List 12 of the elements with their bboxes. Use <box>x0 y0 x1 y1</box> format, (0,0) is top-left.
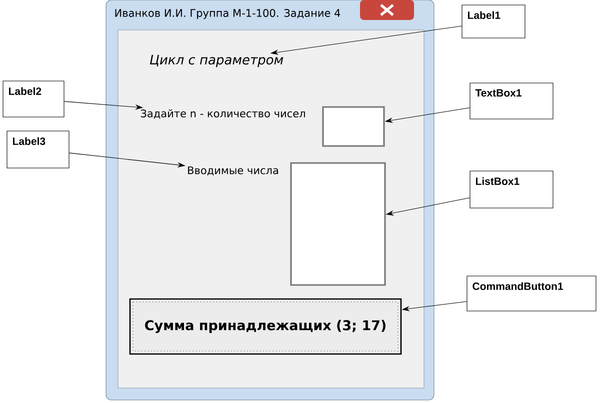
form-label: Задайте n - количество чисел <box>140 109 305 119</box>
form-heading: Цикл с параметром <box>150 54 284 68</box>
input-field <box>290 162 386 286</box>
callout-box: CommandButton1 <box>466 276 596 312</box>
form-label: Вводимые числа <box>188 166 278 176</box>
callout-box: TextBox1 <box>470 82 554 120</box>
callout-box: Label3 <box>6 130 70 168</box>
form-button: Сумма принадлежащих (3; 17) <box>129 298 402 355</box>
callout-box: ListBox1 <box>470 170 554 208</box>
callout-box: Label2 <box>2 80 64 118</box>
input-field <box>322 106 385 147</box>
callout-box: Label1 <box>462 4 526 38</box>
